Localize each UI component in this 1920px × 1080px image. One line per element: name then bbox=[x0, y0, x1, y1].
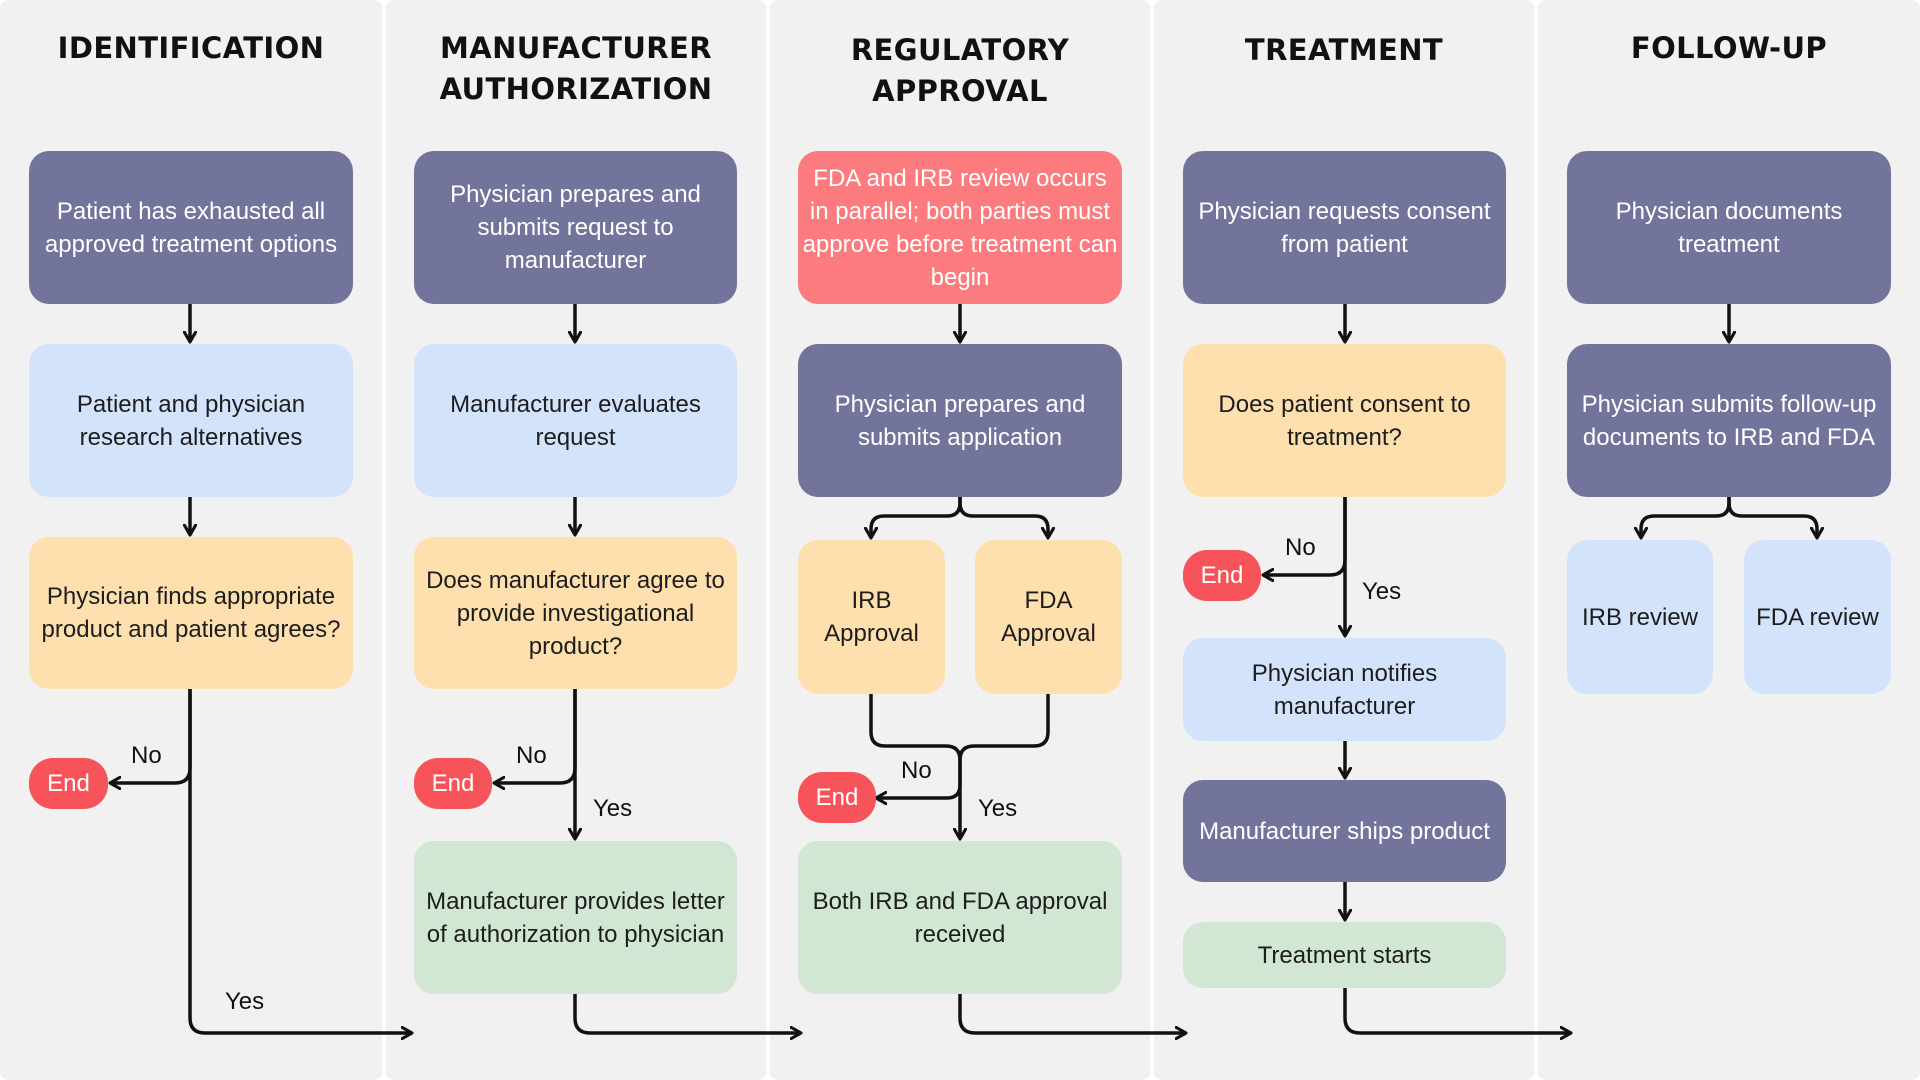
node-patient-consent-decision: Does patient consent to treatment? bbox=[1183, 344, 1506, 497]
label-no-regulatory: No bbox=[901, 757, 932, 784]
label-yes-treatment: Yes bbox=[1362, 578, 1402, 605]
node-manufacturer-agrees-decision: Does manufacturer agree to provide inves… bbox=[414, 537, 737, 689]
node-parallel-review-note: FDA and IRB review occurs in parallel; b… bbox=[798, 151, 1122, 304]
end-terminal-manufacturer: End bbox=[414, 758, 492, 809]
lane-title-treatment: TREATMENT bbox=[1244, 33, 1444, 67]
node-both-approvals-received: Both IRB and FDA approval received bbox=[798, 841, 1122, 994]
node-physician-finds-product-decision: Physician finds appropriate product and … bbox=[29, 537, 353, 689]
lane-title-manufacturer-authorization: MANUFACTURER AUTHORIZATION bbox=[386, 28, 766, 110]
label-no-treatment: No bbox=[1285, 534, 1316, 561]
end-terminal-regulatory: End bbox=[798, 772, 876, 823]
node-irb-review: IRB review bbox=[1567, 540, 1713, 694]
lane-title-line2: APPROVAL bbox=[872, 74, 1048, 108]
end-terminal-treatment: End bbox=[1183, 550, 1261, 601]
node-physician-submits-application: Physician prepares and submits applicati… bbox=[798, 344, 1122, 497]
node-physician-notifies-manufacturer: Physician notifies manufacturer bbox=[1183, 638, 1506, 741]
node-manufacturer-ships-product: Manufacturer ships product bbox=[1183, 780, 1506, 882]
node-fda-approval: FDA Approval bbox=[975, 540, 1122, 694]
label-no-manufacturer: No bbox=[516, 742, 547, 769]
label-yes-identification: Yes bbox=[225, 988, 265, 1015]
node-letter-of-authorization: Manufacturer provides letter of authoriz… bbox=[414, 841, 737, 994]
lane-title-identification: IDENTIFICATION bbox=[57, 31, 325, 65]
node-physician-requests-consent: Physician requests consent from patient bbox=[1183, 151, 1506, 304]
label-yes-manufacturer: Yes bbox=[593, 795, 633, 822]
lane-title-line2: AUTHORIZATION bbox=[439, 72, 713, 106]
label-no-identification: No bbox=[131, 742, 162, 769]
node-manufacturer-evaluates: Manufacturer evaluates request bbox=[414, 344, 737, 497]
lane-title-line1: REGULATORY bbox=[850, 33, 1070, 67]
node-physician-submits-followup: Physician submits follow-up documents to… bbox=[1567, 344, 1891, 497]
node-fda-review: FDA review bbox=[1744, 540, 1891, 694]
node-research-alternatives: Patient and physician research alternati… bbox=[29, 344, 353, 497]
node-patient-exhausted-options: Patient has exhausted all approved treat… bbox=[29, 151, 353, 304]
node-irb-approval: IRB Approval bbox=[798, 540, 945, 694]
lane-title-regulatory-approval: REGULATORY APPROVAL bbox=[770, 30, 1150, 112]
node-physician-documents-treatment: Physician documents treatment bbox=[1567, 151, 1891, 304]
lane-title-follow-up: FOLLOW-UP bbox=[1630, 31, 1828, 65]
label-yes-regulatory: Yes bbox=[978, 795, 1018, 822]
end-terminal-identification: End bbox=[29, 758, 108, 809]
node-physician-submits-request: Physician prepares and submits request t… bbox=[414, 151, 737, 304]
lane-title-line1: MANUFACTURER bbox=[440, 31, 712, 65]
node-treatment-starts: Treatment starts bbox=[1183, 922, 1506, 988]
